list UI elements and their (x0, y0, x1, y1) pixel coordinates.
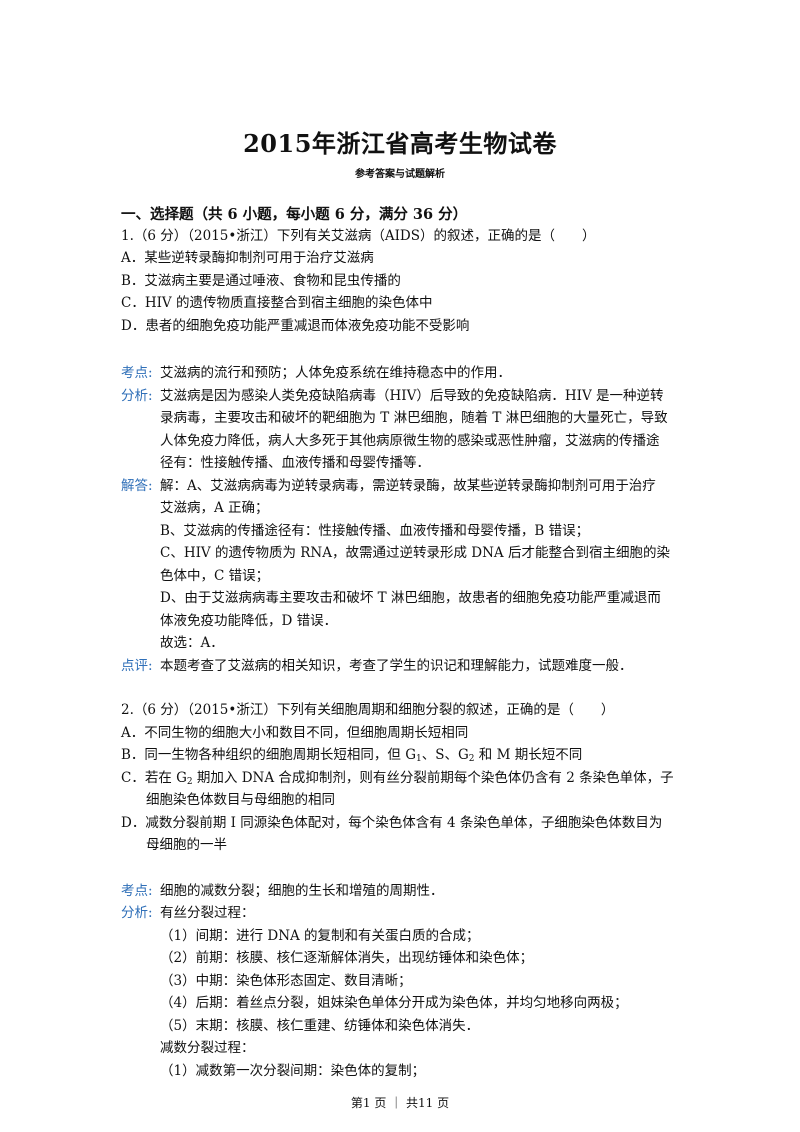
q2-fenxi-line: （3）中期：染色体形态固定、数目清晰； (160, 973, 412, 989)
q2-option-a: A．不同生物的细胞大小和数目不同，但细胞周期长短相同 (121, 725, 469, 741)
q2-fenxi-label: 分析: (121, 905, 153, 921)
q1-jieda-line: 解：A、艾滋病病毒为逆转录病毒，需逆转录酶，故某些逆转录酶抑制剂可用于治疗 (160, 478, 656, 494)
q1-jieda-line: C、HIV 的遗传物质为 RNA，故需通过逆转录形成 DNA 后才能整合到宿主细… (160, 545, 670, 561)
q1-fenxi-label: 分析: (121, 388, 153, 404)
q2-fenxi-line: （1）间期：进行 DNA 的复制和有关蛋白质的合成； (160, 928, 480, 944)
q2-kaodian-label: 考点: (121, 883, 153, 899)
q1-jieda-line: 体液免疫功能降低，D 错误． (160, 613, 338, 629)
q1-dianping: 本题考查了艾滋病的相关知识，考查了学生的识记和理解能力，试题难度一般． (160, 658, 633, 674)
q1-kaodian: 艾滋病的流行和预防；人体免疫系统在维持稳态中的作用． (160, 365, 511, 381)
q1-jieda-line: 色体中，C 错误； (160, 568, 270, 584)
q2-fenxi-line: （4）后期：着丝点分裂，姐妹染色单体分开成为染色体，并均匀地移向两极； (160, 995, 628, 1011)
q1-option-c: C．HIV 的遗传物质直接整合到宿主细胞的染色体中 (121, 295, 433, 311)
q2-option-d: D．减数分裂前期 I 同源染色体配对，每个染色体含有 4 条染色单体，子细胞染色… (121, 815, 663, 831)
section-heading: 一、选择题（共 6 小题，每小题 6 分，满分 36 分） (121, 206, 468, 223)
q1-dianping-label: 点评: (121, 658, 153, 674)
q2-option-c-cont: 细胞染色体数目与母细胞的相同 (146, 792, 335, 808)
q1-jieda-line: D、由于艾滋病病毒主要攻击和破坏 T 淋巴细胞，故患者的细胞免疫功能严重减退而 (160, 590, 661, 606)
q1-jieda-line: B、艾滋病的传播途径有：性接触传播、血液传播和母婴传播，B 错误； (160, 523, 590, 539)
q2-kaodian: 细胞的减数分裂；细胞的生长和增殖的周期性． (160, 883, 444, 899)
q1-fenxi-line: 径有：性接触传播、血液传播和母婴传播等． (160, 455, 430, 471)
q2-option-c: C．若在 G2 期加入 DNA 合成抑制剂，则有丝分裂前期每个染色体仍含有 2 … (121, 770, 674, 787)
q2-option-d-cont: 母细胞的一半 (146, 837, 227, 853)
q2-fenxi-line: （1）减数第一次分裂间期：染色体的复制； (160, 1063, 426, 1079)
q2-fenxi-line: （5）末期：核膜、核仁重建、纺锤体和染色体消失． (160, 1018, 480, 1034)
q1-stem: 1.（6 分）（2015•浙江）下列有关艾滋病（AIDS）的叙述，正确的是（ ） (121, 228, 596, 244)
page-subtitle: 参考答案与试题解析 (355, 169, 445, 180)
q1-option-b: B．艾滋病主要是通过唾液、食物和昆虫传播的 (121, 273, 401, 289)
q1-option-d: D．患者的细胞免疫功能严重减退而体液免疫功能不受影响 (121, 318, 470, 334)
q2-fenxi-line: 减数分裂过程： (160, 1040, 255, 1056)
q1-fenxi-line: 人体免疫力降低，病人大多死于其他病原微生物的感染或恶性肿瘤，艾滋病的传播途 (160, 433, 660, 449)
page-title: 2015年浙江省高考生物试卷 (243, 129, 557, 158)
q2-fenxi-line: 有丝分裂过程： (160, 905, 255, 921)
page-footer: 第1 页 ｜ 共11 页 (350, 1096, 450, 1110)
q1-fenxi-line: 艾滋病是因为感染人类免疫缺陷病毒（HIV）后导致的免疫缺陷病．HIV 是一种逆转 (160, 388, 664, 404)
q1-jieda-line: 艾滋病，A 正确； (160, 500, 269, 516)
q1-kaodian-label: 考点: (121, 365, 153, 381)
q1-option-a: A．某些逆转录酶抑制剂可用于治疗艾滋病 (121, 250, 374, 266)
q1-jieda-label: 解答: (121, 478, 153, 494)
q2-fenxi-line: （2）前期：核膜、核仁逐渐解体消失，出现纺锤体和染色体； (160, 950, 534, 966)
q2-stem: 2.（6 分）（2015•浙江）下列有关细胞周期和细胞分裂的叙述，正确的是（ ） (121, 702, 615, 718)
q2-option-b: B．同一生物各种组织的细胞周期长短相同，但 G1、S、G2 和 M 期长短不同 (121, 747, 583, 764)
q1-fenxi-line: 录病毒，主要攻击和破坏的靶细胞为 T 淋巴细胞，随着 T 淋巴细胞的大量死亡，导… (160, 410, 668, 426)
q1-jieda-line: 故选：A． (160, 635, 224, 651)
